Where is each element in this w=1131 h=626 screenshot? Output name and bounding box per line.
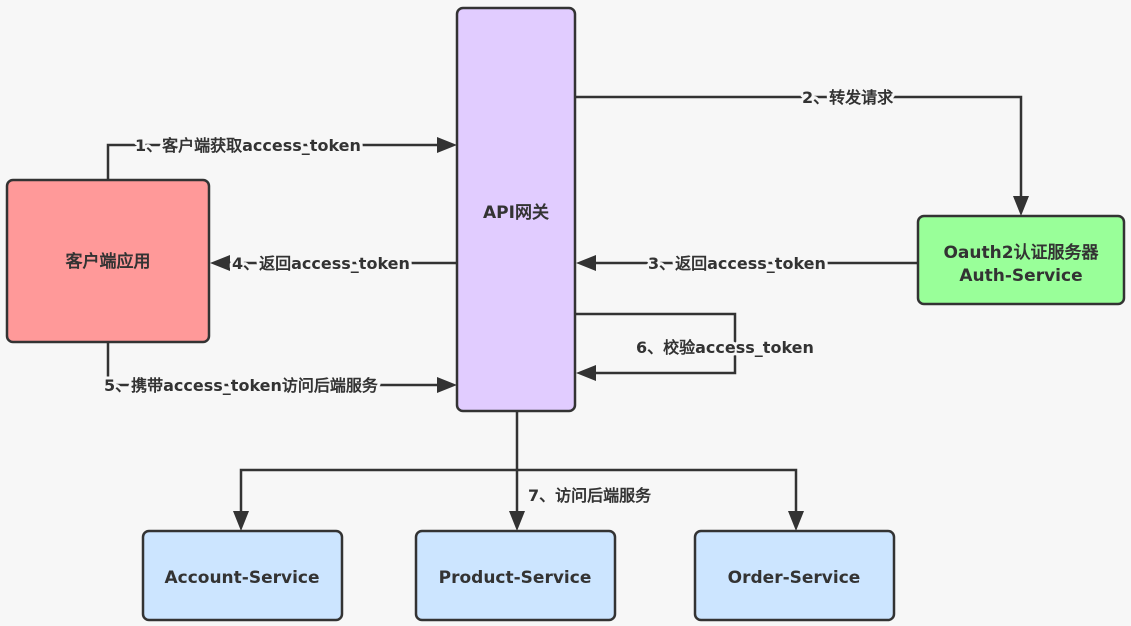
- edge-5-label: 5、携带access_token访问后端服务: [104, 376, 379, 395]
- edge-7: 7、访问后端服务: [233, 411, 804, 531]
- edge-2: 2、转发请求: [575, 85, 1029, 216]
- edge-4-label: 4、返回access_token: [232, 254, 410, 273]
- node-account-label: Account-Service: [164, 568, 319, 588]
- arrow-head-icon: [437, 377, 457, 393]
- edge-3-label: 3、返回access_token: [648, 254, 826, 273]
- node-order-label: Order-Service: [728, 568, 861, 588]
- arrow-head-icon: [1013, 196, 1029, 216]
- arrow-head-icon: [576, 255, 596, 271]
- arrow-head-icon: [437, 137, 457, 153]
- node-account: Account-Service: [141, 529, 344, 622]
- arrow-head-icon: [788, 511, 804, 531]
- arrow-head-icon: [210, 255, 230, 271]
- node-client: 客户端应用: [5, 178, 211, 344]
- edge-3: 3、返回access_token: [576, 251, 918, 276]
- arrow-head-icon: [233, 511, 249, 531]
- node-gateway-label: API网关: [483, 202, 549, 223]
- node-product: Product-Service: [414, 529, 617, 622]
- edge-6-label: 6、校验access_token: [636, 338, 814, 357]
- arrow-head-icon: [576, 365, 596, 381]
- node-auth-label-1: Oauth2认证服务器: [943, 242, 1099, 263]
- node-auth: Oauth2认证服务器 Auth-Service: [916, 214, 1126, 306]
- edge-4: 4、返回access_token: [210, 251, 457, 276]
- edge-5: 5、携带access_token访问后端服务: [101, 342, 457, 398]
- edge-7-label: 7、访问后端服务: [528, 486, 652, 505]
- edge-6: 6、校验access_token: [575, 312, 817, 381]
- edge-1: 1、客户端获取access_token: [106, 133, 457, 180]
- arrow-head-icon: [509, 511, 525, 531]
- node-product-label: Product-Service: [439, 568, 592, 588]
- node-client-label: 客户端应用: [65, 251, 151, 272]
- node-order: Order-Service: [693, 529, 896, 622]
- node-auth-label-2: Auth-Service: [959, 266, 1082, 286]
- edge-1-label: 1、客户端获取access_token: [135, 136, 361, 155]
- edge-2-label: 2、转发请求: [802, 88, 894, 107]
- node-gateway: API网关: [455, 6, 577, 413]
